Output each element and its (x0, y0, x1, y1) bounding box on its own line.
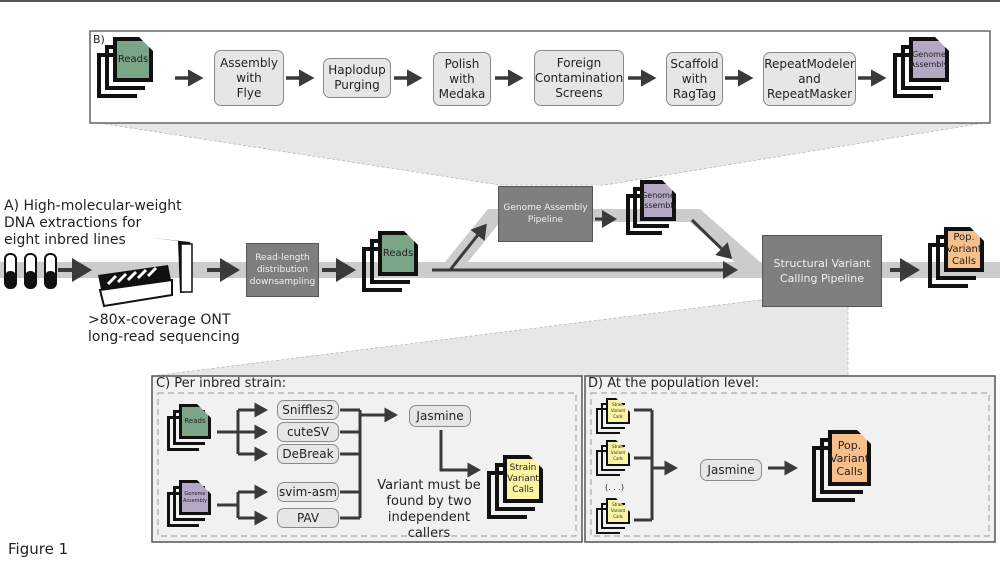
doc-stack-edge (812, 498, 855, 502)
document-icon: Reads (378, 231, 418, 276)
genome-assembly-doc-b: Genome Assembly (893, 37, 949, 98)
doc-stack-edge (601, 427, 625, 429)
caller-pav: PAV (277, 508, 339, 528)
doc-stack-edge (97, 94, 137, 98)
strain-calls-doc-d-1: Strain Variant Calls (596, 398, 630, 434)
document-icon: Strain Variant Calls (503, 455, 543, 503)
caller-svim-asm: svim-asm (277, 482, 339, 502)
top-border (0, 0, 1000, 2)
caller-debreak: DeBreak (277, 444, 339, 464)
doc-stack-edge (626, 231, 662, 235)
doc-stack-edge (820, 490, 863, 494)
step-repeatmodeler: RepeatModeler and RepeatMasker (763, 52, 856, 106)
strain-calls-doc-c: Strain Variant Calls (487, 455, 543, 519)
strain-calls-doc-d-2: Strain Variant Calls (596, 440, 630, 476)
step-polish-medaka: Polish with Medaka (433, 52, 491, 106)
step-contamination-screens: Foreign Contamination Screens (534, 50, 624, 106)
doc-stack-edge (601, 527, 625, 529)
assembly-pipeline-box: Genome Assembly Pipeline (498, 186, 593, 242)
step-scaffold-ragtag: Scaffold with RagTag (666, 52, 723, 106)
reads-doc-main: Reads (362, 231, 418, 292)
document-icon: Strain Variant Calls (606, 498, 630, 524)
doc-stack-edge (167, 448, 199, 451)
callout-b (91, 121, 991, 186)
callout-cd (151, 299, 849, 377)
pop-calls-doc-main: Pop. Variant Calls (928, 227, 984, 288)
flow-band-assembly (445, 209, 760, 262)
panel-d-label: D) At the population level: (588, 376, 760, 391)
doc-stack-edge (487, 515, 527, 519)
step-haplodup-purging: Haplodup Purging (323, 58, 391, 98)
doc-stack-edge (495, 507, 535, 511)
genome-assembly-doc-c: Genome Assembly (167, 480, 212, 527)
merger-jasmine-d: Jasmine (700, 459, 762, 481)
doc-stack-edge (105, 86, 145, 90)
step-assembly-flye: Assembly with Flye (214, 50, 284, 106)
doc-stack-edge (173, 518, 205, 521)
doc-stack-edge (601, 469, 625, 471)
genome-assembly-doc-main: Genome Assembly (626, 180, 676, 235)
panel-b-label: B) (93, 33, 105, 46)
panel-c-label: C) Per inbred strain: (156, 376, 287, 391)
doc-stack-edge (362, 288, 402, 292)
document-icon: Genome Assembly (909, 37, 949, 82)
doc-stack-edge (596, 532, 620, 534)
doc-stack-edge (596, 432, 620, 434)
panel-c-dashed (157, 392, 577, 537)
reads-doc-b: Reads (97, 37, 153, 98)
document-icon: Strain Variant Calls (606, 398, 630, 424)
doc-stack-edge (936, 276, 976, 280)
doc-stack-edge (173, 442, 205, 445)
panel-a-label: A) High-molecular-weight DNA extractions… (4, 198, 182, 248)
pop-calls-doc-d: Pop. Variant Calls (812, 430, 872, 504)
caller-requirement-note: Variant must be found by two independent… (377, 478, 481, 541)
sequencing-label: >80x-coverage ONT long-read sequencing (88, 312, 240, 345)
merger-jasmine-c: Jasmine (409, 405, 471, 427)
doc-stack-edge (633, 224, 669, 228)
document-icon: Pop. Variant Calls (944, 227, 984, 272)
dna-tube-icons (4, 253, 57, 289)
document-icon: Genome Assembly (640, 180, 676, 221)
document-icon: Reads (179, 404, 211, 439)
panel-d-dashed (590, 392, 990, 537)
doc-stack-edge (370, 280, 410, 284)
caller-cutesv: cuteSV (277, 422, 339, 442)
document-icon: Strain Variant Calls (606, 440, 630, 466)
document-icon: Genome Assembly (179, 480, 211, 515)
doc-stack-edge (596, 474, 620, 476)
doc-stack-edge (893, 94, 933, 98)
doc-stack-edge (167, 524, 199, 527)
caller-sniffles2: Sniffles2 (277, 400, 339, 420)
ellipsis-more-strains: (. . .) (605, 483, 624, 492)
reads-doc-c: Reads (167, 404, 212, 451)
document-icon: Pop. Variant Calls (828, 430, 871, 486)
doc-stack-edge (928, 284, 968, 288)
sequencer-icon (98, 238, 193, 308)
document-icon: Reads (113, 37, 153, 82)
sv-pipeline-box: Structural Variant Calling Pipeline (762, 235, 882, 307)
downsampling-box: Read-length distribution downsampling (246, 243, 319, 297)
strain-calls-doc-d-3: Strain Variant Calls (596, 498, 630, 534)
figure-caption: Figure 1 (8, 540, 69, 558)
doc-stack-edge (901, 86, 941, 90)
